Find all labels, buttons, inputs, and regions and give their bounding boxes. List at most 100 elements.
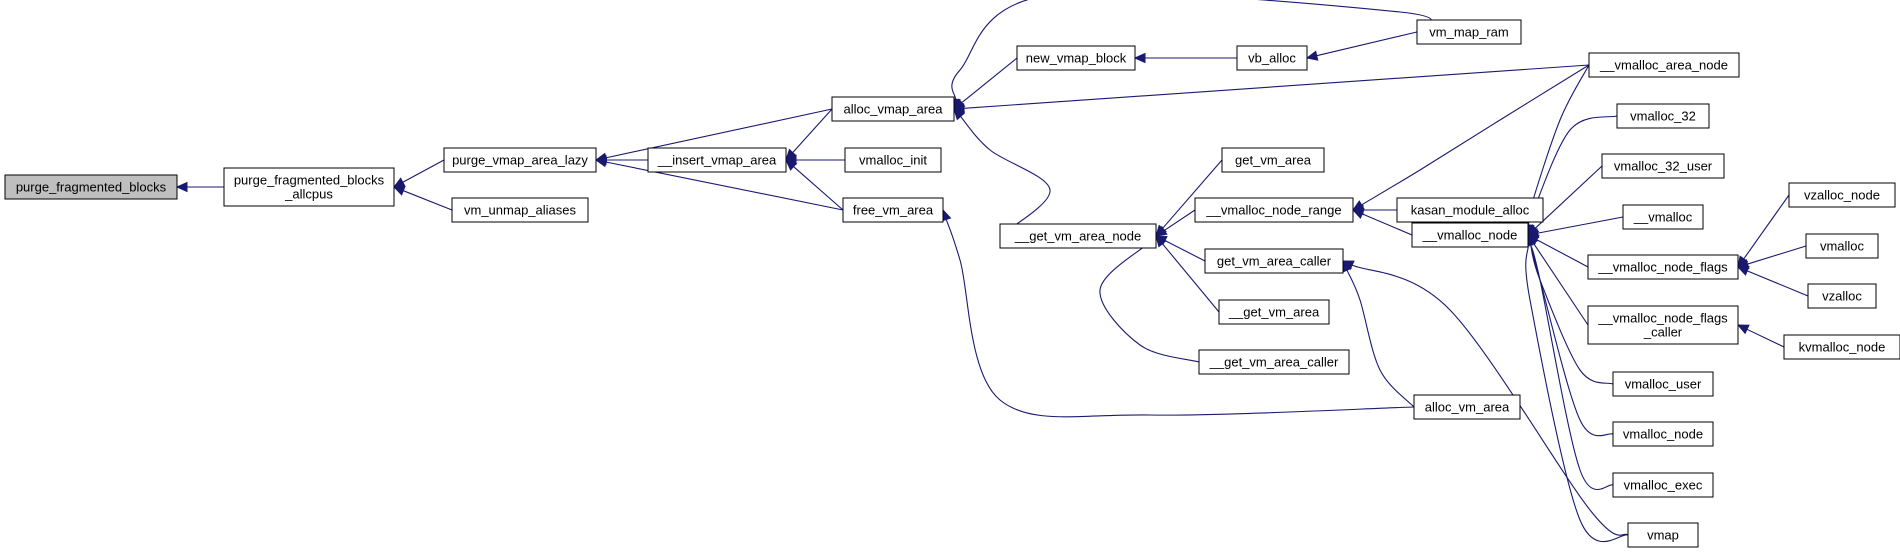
node-label: vmalloc_32 [1630, 109, 1696, 124]
node-label: kasan_module_alloc [1411, 203, 1530, 218]
node-vmalloc-node-flags-caller[interactable]: __vmalloc_node_flags_caller [1587, 305, 1739, 345]
node-label: vmalloc_init [859, 153, 927, 168]
node-free-vm-area[interactable]: free_vm_area [842, 197, 944, 223]
node-alloc-vm-area[interactable]: alloc_vm_area [1413, 394, 1521, 420]
edge-line [1530, 244, 1614, 491]
node-purge-fragmented-blocks[interactable]: purge_fragmented_blocks [4, 174, 178, 200]
node-vmalloc-32-user[interactable]: vmalloc_32_user [1601, 153, 1725, 179]
node-vmalloc-area-node[interactable]: __vmalloc_area_node [1588, 52, 1740, 78]
node-box [1612, 421, 1714, 447]
node-vmalloc-node[interactable]: vmalloc_node [1612, 421, 1714, 447]
node-kvmalloc-node[interactable]: kvmalloc_node [1783, 334, 1900, 360]
edge-get-vm-area-caller-to-get-vm-area-node [1099, 235, 1200, 363]
node-alloc-vmap-area[interactable]: alloc_vmap_area [831, 96, 955, 122]
edge-get-vm-area-to-get-vm-area-node [1155, 235, 1220, 313]
node-vm-map-ram[interactable]: vm_map_ram [1416, 19, 1522, 45]
node-vmalloc-32[interactable]: vmalloc_32 [1616, 103, 1710, 129]
node-label: vzalloc_node [1804, 188, 1880, 203]
node-box [844, 147, 942, 173]
node-label: purge_vmap_area_lazy [452, 153, 588, 168]
node-label: new_vmap_block [1026, 51, 1127, 66]
node-vmalloc[interactable]: __vmalloc [1622, 204, 1704, 230]
edge-line [1164, 209, 1196, 231]
node-label: vm_unmap_aliases [464, 203, 577, 218]
node-vmalloc-init[interactable]: vmalloc_init [844, 147, 942, 173]
node-purge-vmap-area-lazy[interactable]: purge_vmap_area_lazy [443, 147, 597, 173]
node-new-vmap-block[interactable]: new_vmap_block [1016, 45, 1136, 71]
node-label: vmalloc [1820, 239, 1865, 254]
arrowhead [953, 108, 965, 121]
node-label: __insert_vmap_area [657, 153, 777, 168]
node-label: purge_fragmented_blocks [16, 180, 167, 195]
edge-kvmalloc-node-to-vmalloc-node-flags-caller [1736, 324, 1785, 348]
node-label: _allcpus [284, 187, 333, 202]
node-kasan-module-alloc[interactable]: kasan_module_alloc [1396, 197, 1544, 223]
node-get-vm-area-caller[interactable]: __get_vm_area_caller [1198, 349, 1350, 375]
node-insert-vmap-area[interactable]: __insert_vmap_area [647, 147, 787, 173]
node-get-vm-area-node[interactable]: __get_vm_area_node [999, 223, 1157, 249]
edge-line [1530, 244, 1614, 437]
node-label: vmap [1647, 528, 1679, 543]
edge-line [1746, 328, 1785, 348]
node-vm-unmap-aliases[interactable]: vm_unmap_aliases [451, 197, 589, 223]
node-box [1588, 52, 1740, 78]
node-label: __vmalloc_node [1422, 228, 1518, 243]
edge-purge-fragmented-blocks-allcpus-to-purge-fragmented-blocks [175, 181, 224, 193]
node-box [1601, 153, 1725, 179]
arrowhead [594, 156, 608, 168]
node-vmalloc-node[interactable]: __vmalloc_node [1411, 222, 1529, 248]
node-get-vm-area[interactable]: get_vm_area [1221, 147, 1325, 173]
edge-line [1534, 165, 1603, 229]
edge-alloc-vm-area-to-free-vm-area [941, 208, 1415, 418]
node-label: __get_vm_area [1228, 305, 1320, 320]
node-vb-alloc[interactable]: vb_alloc [1236, 45, 1308, 71]
node-get-vm-area-caller[interactable]: get_vm_area_caller [1204, 248, 1344, 274]
node-box [1221, 147, 1325, 173]
node-vmalloc-exec[interactable]: vmalloc_exec [1612, 472, 1714, 498]
edge-line [403, 190, 453, 211]
node-vzalloc-node[interactable]: vzalloc_node [1788, 182, 1896, 208]
node-box [1194, 197, 1354, 223]
node-vmalloc[interactable]: vmalloc [1805, 233, 1879, 259]
edge-vzalloc-node-to-vmalloc-node-flags [1737, 194, 1790, 268]
edge-free-vm-area-to-purge-vmap-area-lazy [594, 156, 844, 211]
node-label: vb_alloc [1248, 51, 1296, 66]
edge-line [1747, 270, 1809, 297]
arrowhead [1133, 52, 1146, 64]
edge-get-vm-area-node-to-alloc-vmap-area [953, 108, 1051, 237]
node-label: __get_vm_area_caller [1209, 355, 1339, 370]
node-purge-fragmented-blocks-allcpus[interactable]: purge_fragmented_blocks_allcpus [223, 167, 395, 207]
arrowhead [1155, 235, 1167, 248]
node-vmalloc-node-flags[interactable]: __vmalloc_node_flags [1587, 254, 1739, 280]
node-box [1622, 204, 1704, 230]
edge-vmalloc-area-node-to-alloc-vmap-area [952, 64, 1590, 114]
node-vzalloc[interactable]: vzalloc [1807, 283, 1877, 309]
edge-vmalloc-node-range-to-get-vm-area-node [1154, 209, 1196, 237]
arrowhead [785, 159, 798, 171]
node-label: vzalloc [1822, 289, 1862, 304]
node-box [1587, 254, 1739, 280]
edge-line [951, 0, 1432, 100]
node-label: __vmalloc_node_flags [1597, 260, 1728, 275]
node-box [1411, 222, 1529, 248]
node-label: __vmalloc [1633, 210, 1693, 225]
edge-line [1361, 64, 1590, 206]
edge-vmalloc-node-flags-to-vmalloc-node [1526, 234, 1589, 268]
node-box [1612, 472, 1714, 498]
edge-line [961, 57, 1018, 104]
node-box [1416, 19, 1522, 45]
node-vmalloc-user[interactable]: vmalloc_user [1612, 371, 1714, 397]
edge-vm-unmap-aliases-to-purge-fragmented-blocks-allcpus [392, 185, 453, 211]
node-box [4, 174, 178, 200]
node-label: purge_fragmented_blocks [234, 173, 385, 188]
node-box [1218, 299, 1330, 325]
node-get-vm-area[interactable]: __get_vm_area [1218, 299, 1330, 325]
node-vmap[interactable]: vmap [1627, 522, 1699, 548]
node-vmalloc-node-range[interactable]: __vmalloc_node_range [1194, 197, 1354, 223]
edge-line [1162, 159, 1223, 229]
node-box [1198, 349, 1350, 375]
edge-line [1743, 194, 1790, 260]
arrowhead [392, 185, 406, 196]
